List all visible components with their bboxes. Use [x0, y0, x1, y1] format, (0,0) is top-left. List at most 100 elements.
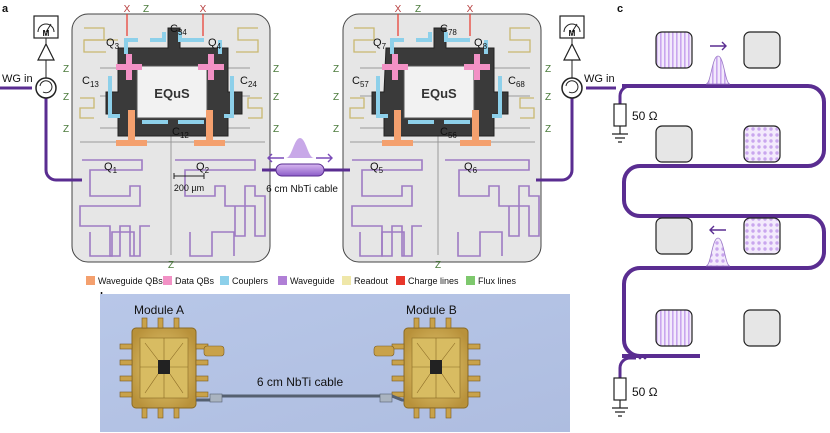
- right-x-mark-2: X: [467, 4, 474, 15]
- legend-item: Flux lines: [466, 276, 517, 286]
- panel-c-waveguide: [622, 84, 826, 358]
- legend-label: Data QBs: [175, 276, 215, 286]
- legend-item: Waveguide QBs: [86, 276, 163, 286]
- right-c56: C56: [440, 126, 457, 140]
- left-q4: Q4: [208, 37, 222, 51]
- legend-swatch: [86, 276, 95, 285]
- right-q8: Q8: [474, 37, 488, 51]
- arrow-left-icon: [267, 153, 284, 163]
- left-q3: Q3: [106, 37, 120, 51]
- left-z-mark-l2: Z: [63, 92, 69, 103]
- photo-cable-label: 6 cm NbTi cable: [257, 375, 344, 389]
- legend-label: Waveguide: [290, 276, 335, 286]
- qubit-box-empty: [743, 309, 781, 347]
- legend-item: Couplers: [220, 276, 269, 286]
- arrow-right-icon: [316, 153, 333, 163]
- photon-pulse-dotted: [705, 237, 731, 267]
- left-z-mark-bottom: Z: [168, 260, 174, 271]
- cable-body: [275, 163, 325, 177]
- photon-pulse-striped: [705, 55, 731, 85]
- left-z-mark-r3: Z: [273, 124, 279, 135]
- waveguide-connections: [0, 86, 616, 182]
- left-z-mark-r2: Z: [273, 92, 279, 103]
- panel-label-a: a: [2, 3, 9, 15]
- scale-bar-label: 200 µm: [174, 183, 204, 193]
- left-readout-chain: M WG in: [2, 15, 59, 99]
- right-c57: C57: [352, 75, 369, 89]
- arrow-left-icon: [709, 225, 726, 235]
- top-ground-icon: [612, 126, 628, 143]
- legend-swatch: [163, 276, 172, 285]
- left-x-mark-2: X: [200, 4, 207, 15]
- top-resistor-icon: [613, 103, 627, 127]
- legend-item: Data QBs: [163, 276, 215, 286]
- bottom-ground-icon: [612, 400, 628, 417]
- right-amplifier-icon: [563, 42, 581, 61]
- arrow-right-icon: [710, 41, 727, 51]
- legend-item: Readout: [342, 276, 389, 286]
- left-z-mark-r1: Z: [273, 64, 279, 75]
- left-c34: C34: [170, 23, 187, 37]
- legend-label: Waveguide QBs: [98, 276, 163, 286]
- qubit-box-striped: [655, 31, 693, 69]
- legend-label: Couplers: [232, 276, 269, 286]
- left-module: EQuS X X Z Z Z Z: [63, 4, 279, 271]
- nbti-cable: 6 cm NbTi cable: [266, 138, 338, 195]
- left-c24: C24: [240, 75, 257, 89]
- left-c13: C13: [82, 75, 99, 89]
- qubit-box-dotted: [743, 217, 781, 255]
- left-logo: EQuS: [154, 86, 190, 101]
- panel-c-diagram: 50 Ω 50 Ω: [612, 31, 826, 417]
- right-logo: EQuS: [421, 86, 457, 101]
- left-meter-label: M: [43, 29, 50, 38]
- right-z-mark-r3: Z: [545, 124, 551, 135]
- qubit-box-empty: [743, 31, 781, 69]
- right-wg-in-label: WG in: [584, 73, 615, 85]
- right-meter-label: M: [569, 29, 576, 38]
- panel-label-c: c: [617, 3, 623, 15]
- legend-label: Charge lines: [408, 276, 459, 286]
- legend: Waveguide QBs Data QBs Couplers Waveguid…: [86, 276, 517, 286]
- left-z-mark-top: Z: [143, 4, 149, 15]
- left-x-mark-1: X: [124, 4, 131, 15]
- qubit-box-dotted: [743, 125, 781, 163]
- qubit-box-empty: [655, 217, 693, 255]
- qubit-box-striped: [655, 309, 693, 347]
- right-q5: Q5: [370, 161, 384, 175]
- right-x-mark-1: X: [395, 4, 402, 15]
- top-termination-label: 50 Ω: [632, 109, 658, 123]
- photo-cable: [196, 394, 404, 402]
- left-q2: Q2: [196, 161, 210, 175]
- left-wg-in-label: WG in: [2, 73, 33, 85]
- left-amplifier-icon: [37, 42, 55, 61]
- right-z-mark-l2: Z: [333, 92, 339, 103]
- cable-pulse: [286, 138, 314, 158]
- legend-label: Flux lines: [478, 276, 517, 286]
- bottom-termination-label: 50 Ω: [632, 385, 658, 399]
- legend-swatch: [220, 276, 229, 285]
- legend-swatch: [342, 276, 351, 285]
- right-q7: Q7: [373, 37, 387, 51]
- right-z-mark-bottom: Z: [435, 260, 441, 271]
- legend-label: Readout: [354, 276, 389, 286]
- bottom-resistor-icon: [613, 377, 627, 401]
- right-module: EQuS X X Z Z Z Z Z Z Z Z: [333, 4, 551, 271]
- photo-module-b-label: Module B: [406, 303, 457, 317]
- legend-swatch: [466, 276, 475, 285]
- legend-swatch: [278, 276, 287, 285]
- right-readout-chain: M WG in: [559, 15, 615, 99]
- right-c68: C68: [508, 75, 525, 89]
- cable-label: 6 cm NbTi cable: [266, 184, 338, 195]
- legend-item: Waveguide: [278, 276, 335, 286]
- right-q6: Q6: [464, 161, 478, 175]
- legend-item: Charge lines: [396, 276, 459, 286]
- right-z-mark-r1: Z: [545, 64, 551, 75]
- right-z-mark-r2: Z: [545, 92, 551, 103]
- left-c12: C12: [172, 126, 189, 140]
- left-z-mark-l3: Z: [63, 124, 69, 135]
- right-z-mark-top: Z: [415, 4, 421, 15]
- qubit-box-empty: [655, 125, 693, 163]
- legend-swatch: [396, 276, 405, 285]
- right-z-mark-l1: Z: [333, 64, 339, 75]
